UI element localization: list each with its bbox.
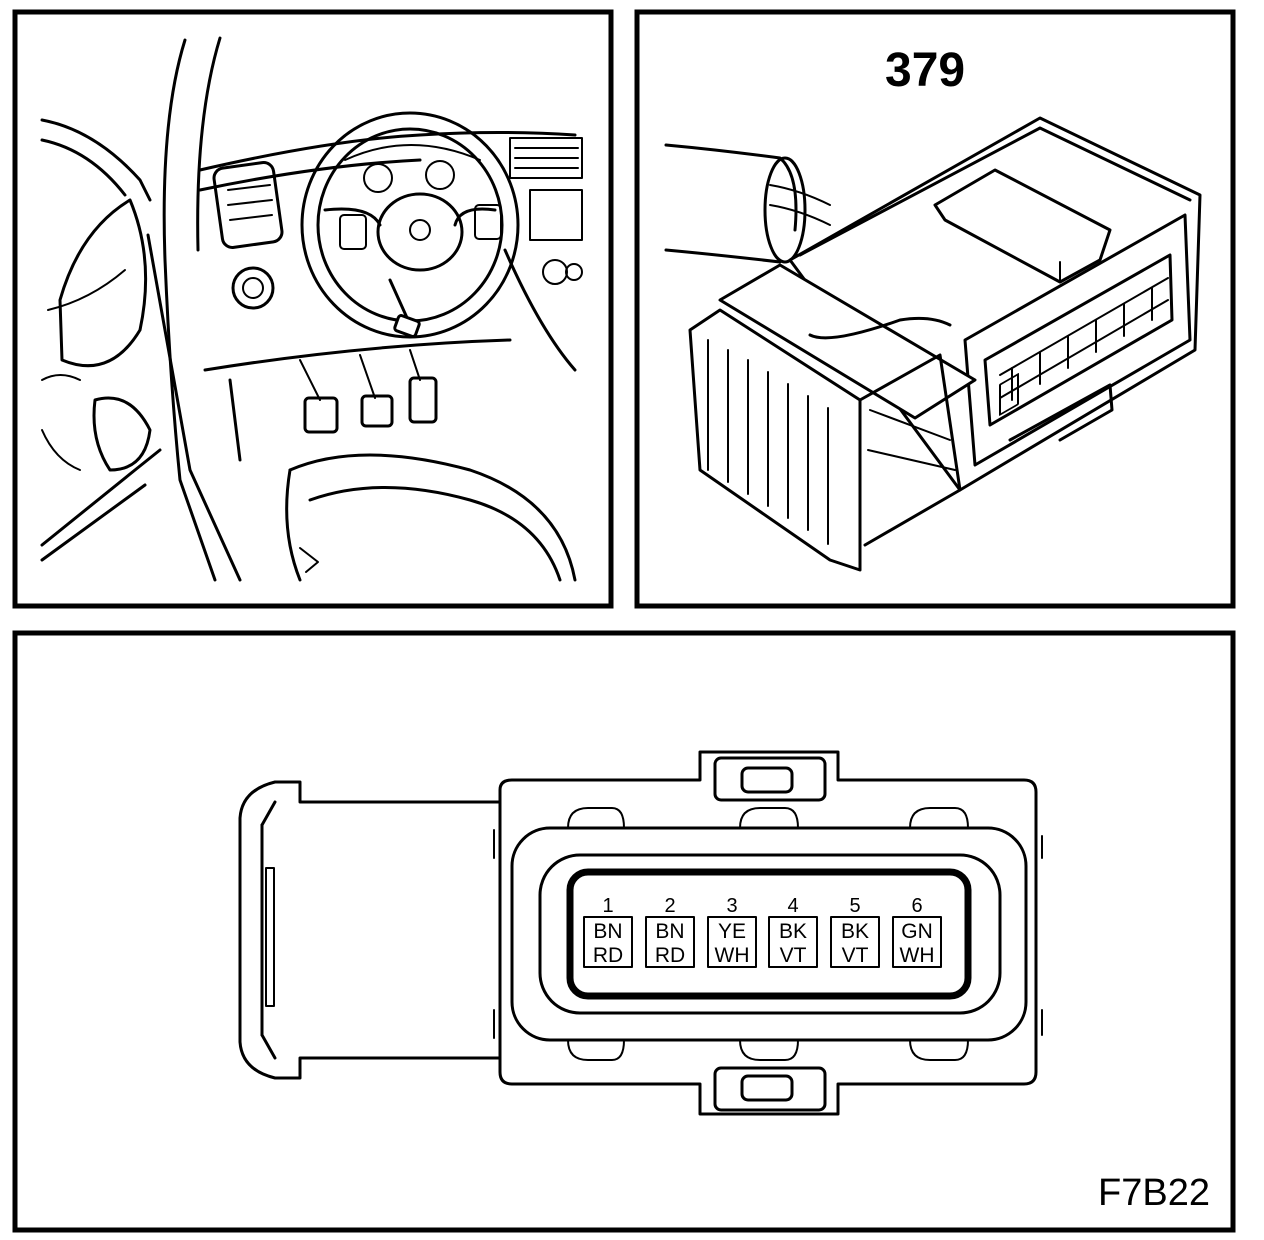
figure-code: F7B22	[1098, 1172, 1210, 1214]
pin-wire-color-secondary: VT	[780, 944, 807, 967]
pin-cell: 3 YE WH	[707, 895, 757, 968]
pin-cell: 4 BK VT	[768, 895, 818, 968]
pin-cell: 1 BN RD	[583, 895, 633, 968]
pin-wire-color-secondary: VT	[842, 944, 869, 967]
pin-wire-color-primary: BN	[593, 920, 622, 943]
panel-connector-pinout: 1 BN RD 2 BN RD 3 YE WH 4 BK VT	[12, 630, 1236, 1233]
pin-number: 4	[787, 895, 798, 917]
pin-wire-color-secondary: WH	[715, 944, 750, 967]
pin-wire-color-secondary: RD	[655, 944, 685, 967]
pin-number: 6	[911, 895, 922, 917]
pin-wire-color-primary: YE	[718, 920, 746, 943]
panel-connector-perspective: 379	[634, 9, 1236, 609]
connector-rear-sleeve	[238, 780, 502, 1080]
pin-number: 3	[726, 895, 737, 917]
pin-wire-color-primary: GN	[901, 920, 933, 943]
pin-wire-color-secondary: WH	[900, 944, 935, 967]
pin-cell: 6 GN WH	[892, 895, 942, 968]
pin-wire-color-primary: BK	[779, 920, 807, 943]
pin-wire-color-secondary: RD	[593, 944, 623, 967]
pin-number: 1	[602, 895, 613, 917]
pin-grid: 1 BN RD 2 BN RD 3 YE WH 4 BK VT	[583, 895, 942, 968]
connector-number: 379	[885, 44, 965, 97]
pin-cell: 2 BN RD	[645, 895, 695, 968]
pin-wire-color-primary: BN	[655, 920, 684, 943]
panel-frame-location	[12, 9, 614, 609]
pin-number: 2	[664, 895, 675, 917]
pin-wire-color-primary: BK	[841, 920, 869, 943]
terminal-cavity-frame	[566, 868, 972, 1000]
panel-vehicle-location	[12, 9, 614, 609]
pin-number: 5	[849, 895, 860, 917]
pin-cell: 5 BK VT	[830, 895, 880, 968]
